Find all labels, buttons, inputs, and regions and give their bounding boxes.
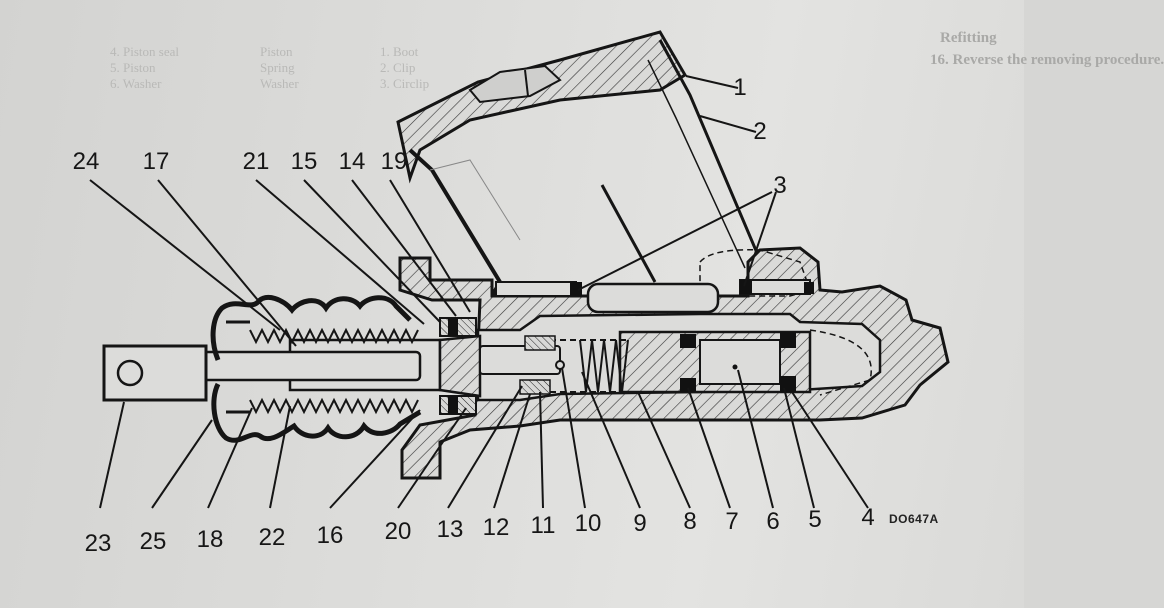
callout-11: 11 — [530, 512, 556, 539]
callout-20: 20 — [384, 518, 412, 545]
callout-7: 7 — [725, 508, 739, 535]
bleed-legend-mid-1: Piston — [260, 44, 293, 59]
callout-23: 23 — [84, 530, 112, 557]
bleed-legend-right-2: 5. Piston — [110, 60, 156, 75]
rod-seals — [439, 317, 477, 415]
push-rod — [102, 334, 565, 402]
callout-25: 25 — [139, 528, 167, 555]
callout-10: 10 — [574, 510, 602, 537]
rubber-boot — [210, 295, 422, 443]
bleed-legend-left-3: 3. Circlip — [380, 76, 430, 91]
feed-ports — [495, 279, 814, 314]
callout-18: 18 — [196, 526, 224, 553]
callout-1: 1 — [733, 74, 747, 101]
primary-piston — [618, 330, 812, 394]
callout-24: 24 — [72, 148, 100, 175]
callout-14: 14 — [338, 148, 366, 175]
callout-13: 13 — [436, 516, 464, 543]
callout-22: 22 — [258, 524, 286, 551]
callout-8: 8 — [683, 508, 697, 535]
callout-17: 17 — [142, 148, 170, 175]
bleed-legend-mid-2: Spring — [260, 60, 295, 75]
callout-4: 4 — [861, 504, 875, 531]
callout-15: 15 — [290, 148, 318, 175]
rod-spring — [249, 327, 419, 415]
callout-6: 6 — [766, 508, 780, 535]
bleed-legend-mid-3: Washer — [260, 76, 299, 91]
figure-reference-code: DO647A — [889, 512, 939, 526]
callout-3: 3 — [773, 172, 787, 199]
callout-19: 19 — [380, 148, 408, 175]
bleed-step: 16. Reverse the removing procedure. — [930, 52, 1164, 68]
master-cylinder-drawing — [89, 30, 950, 509]
bleed-legend-left-1: 1. Boot — [380, 44, 419, 59]
leader-lines — [89, 75, 869, 509]
bleed-legend-right-3: 6. Washer — [110, 76, 162, 91]
bleed-heading: Refitting — [940, 30, 997, 46]
callout-2: 2 — [753, 118, 767, 145]
callout-5: 5 — [808, 506, 822, 533]
bleed-legend-left-2: 2. Clip — [380, 60, 416, 75]
callout-9: 9 — [633, 510, 647, 537]
callout-21: 21 — [242, 148, 270, 175]
callout-12: 12 — [482, 514, 510, 541]
callout-16: 16 — [316, 522, 344, 549]
bleed-legend-right-1: 4. Piston seal — [110, 44, 179, 59]
reservoir-cap — [396, 30, 688, 184]
